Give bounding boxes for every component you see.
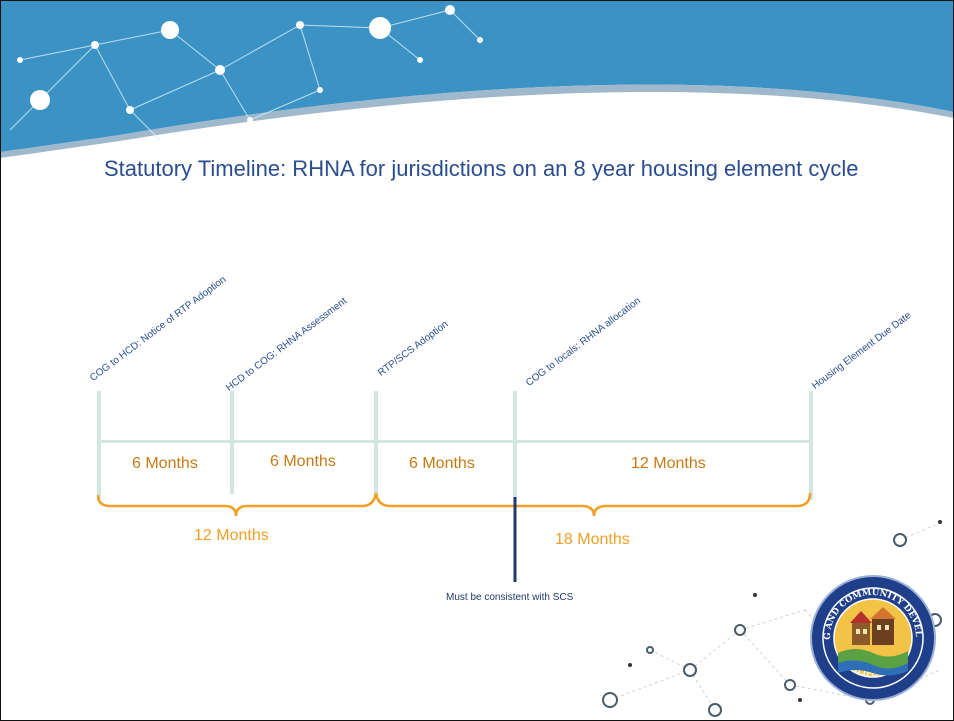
bracket-18-months [374, 492, 812, 517]
period-label-1: 6 Months [132, 455, 198, 472]
header-network-banner [0, 0, 954, 158]
span-label-12-months: 12 Months [194, 527, 269, 544]
timeline-tick-2 [230, 391, 234, 494]
scs-consistency-note: Must be consistent with SCS [446, 592, 574, 603]
timeline-tick-4 [513, 391, 517, 499]
timeline-tick-1 [97, 391, 101, 500]
timeline-tick-3 [374, 391, 378, 494]
timeline-axis [97, 440, 813, 443]
period-label-3: 6 Months [409, 455, 475, 472]
timeline-tick-5 [809, 391, 813, 500]
slide-title: Statutory Timeline: RHNA for jurisdictio… [104, 156, 859, 181]
hcd-seal-logo: HOUSING AND COMMUNITY DEVELOPMENT CALIFO… [810, 575, 936, 701]
period-label-2: 6 Months [270, 453, 336, 470]
span-label-18-months: 18 Months [555, 531, 630, 548]
period-label-4: 12 Months [631, 455, 706, 472]
bracket-12-months [96, 492, 378, 517]
